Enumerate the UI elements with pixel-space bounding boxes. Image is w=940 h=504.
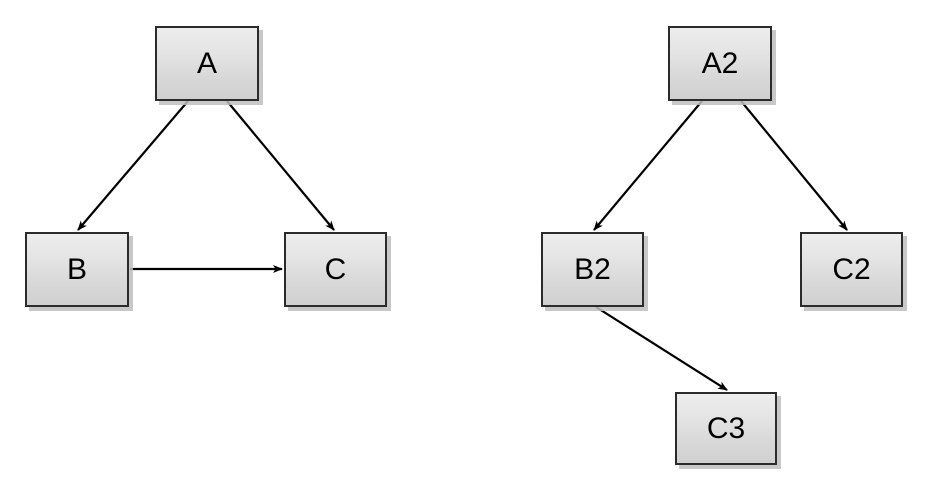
node-label: C (324, 252, 347, 286)
edge-a-to-c (226, 100, 335, 231)
node-label: C2 (832, 252, 871, 286)
node-c3[interactable]: C3 (675, 392, 777, 465)
node-b2[interactable]: B2 (541, 232, 644, 307)
node-label: C3 (706, 411, 746, 445)
node-label: B (66, 252, 87, 286)
node-label: A (196, 46, 217, 80)
node-c[interactable]: C (284, 232, 387, 307)
edge-a-to-b (77, 100, 189, 231)
node-a2[interactable]: A2 (668, 26, 772, 101)
node-label: A2 (701, 46, 739, 80)
node-c2[interactable]: C2 (800, 232, 903, 307)
node-b[interactable]: B (25, 232, 129, 307)
node-a[interactable]: A (155, 26, 259, 101)
edge-a2-to-b2 (593, 100, 703, 231)
edge-a2-to-c2 (740, 100, 848, 231)
edge-b2-to-c3 (595, 306, 728, 391)
node-label: B2 (574, 252, 611, 286)
